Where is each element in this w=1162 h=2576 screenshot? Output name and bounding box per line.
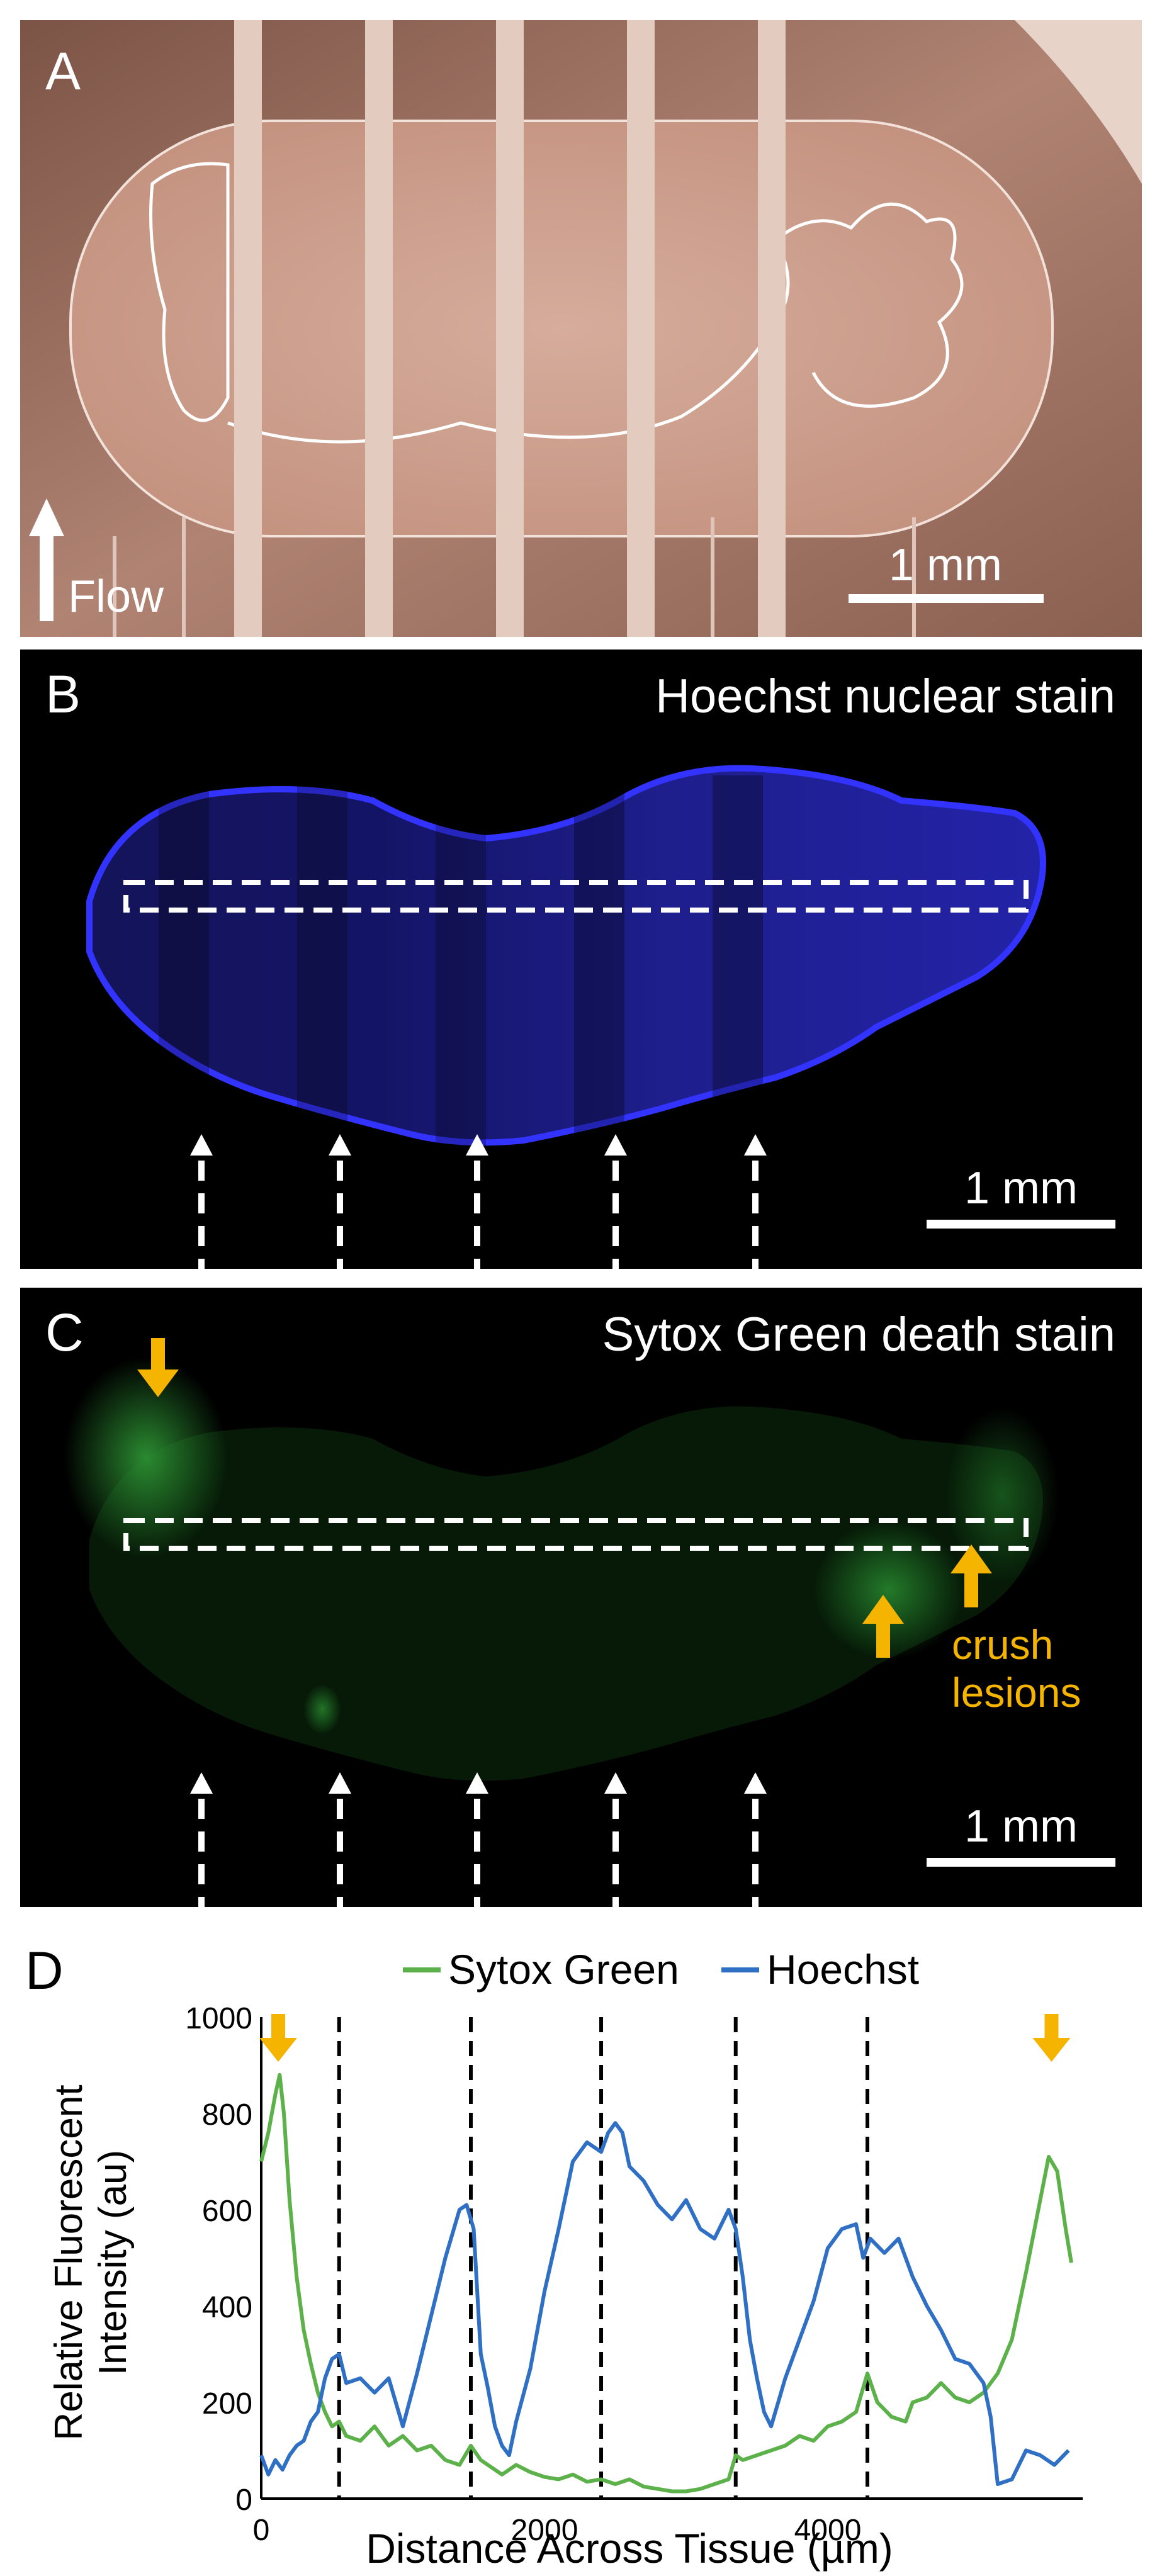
y-tick-label: 400 [202,2291,252,2324]
flow-arrow-icon [29,498,64,536]
x-tick-label: 4000 [794,2514,862,2547]
scale-bar-a [849,594,1044,603]
x-axis-label: Distance Across Tissue (µm) [366,2525,893,2572]
scale-bar-label-a: 1 mm [889,540,1002,590]
scale-bar-label-c: 1 mm [964,1801,1078,1852]
peak-arrow-shaft [1044,2014,1059,2039]
panel-letter-d: D [25,1941,64,2000]
y-tick-label: 0 [235,2483,252,2517]
y-tick-label: 200 [202,2387,252,2421]
electrode-markers-b [198,1161,759,1269]
y-axis-label-line2: Intensity (au) [91,2150,135,2375]
x-tick-label: 0 [253,2514,270,2547]
line-chart: D Sytox Green Hoechst Distance Across Ti… [25,1941,1083,2572]
lesion-arrows-c [137,1338,992,1658]
scale-bar-label-b: 1 mm [964,1163,1078,1213]
series-line-sytox [259,2073,1073,2494]
x-tick-label: 2000 [511,2514,578,2547]
series-line-hoechst [259,2121,1070,2486]
panel-a-photo: Flow 1 mm A [20,20,1142,637]
panel-letter-b: B [45,665,81,724]
electrode-markers-c [198,1799,759,1907]
panel-b-image: B Hoechst nuclear stain 1 mm [20,650,1142,1269]
panel-b-photo: B Hoechst nuclear stain 1 mm [20,650,1142,1269]
y-axis-label-line1: Relative Fluorescent [47,2084,91,2440]
scale-bar-b [927,1220,1115,1229]
y-tick-label: 1000 [185,2002,252,2035]
panel-b-title: Hoechst nuclear stain [655,670,1115,723]
peak-arrow-icon [1032,2038,1071,2062]
roi-box-c [123,1518,1029,1551]
legend-label-sytox: Sytox Green [448,1946,679,1993]
panel-d-chart: D Sytox Green Hoechst Distance Across Ti… [0,1920,1162,2573]
crush-lesions-label-2: lesions [952,1669,1081,1716]
scale-bar-c [927,1858,1115,1867]
flow-label: Flow [68,571,164,622]
panel-c-title: Sytox Green death stain [602,1308,1115,1361]
y-tick-label: 600 [202,2195,252,2228]
panel-c-image: crush lesions C Sytox Green death stain … [20,1288,1142,1907]
crush-lesions-label-1: crush [952,1621,1053,1668]
roi-box-b [123,880,1029,913]
legend-label-hoechst: Hoechst [767,1946,919,1993]
panel-letter-c: C [45,1303,84,1362]
y-tick-label: 800 [202,2098,252,2132]
panel-c-photo: crush lesions C Sytox Green death stain … [20,1288,1142,1907]
peak-arrow-icon [259,2038,297,2062]
peak-arrow-shaft [271,2014,285,2039]
panel-a-image: Flow 1 mm A [20,20,1142,637]
panel-letter-a: A [45,42,81,101]
